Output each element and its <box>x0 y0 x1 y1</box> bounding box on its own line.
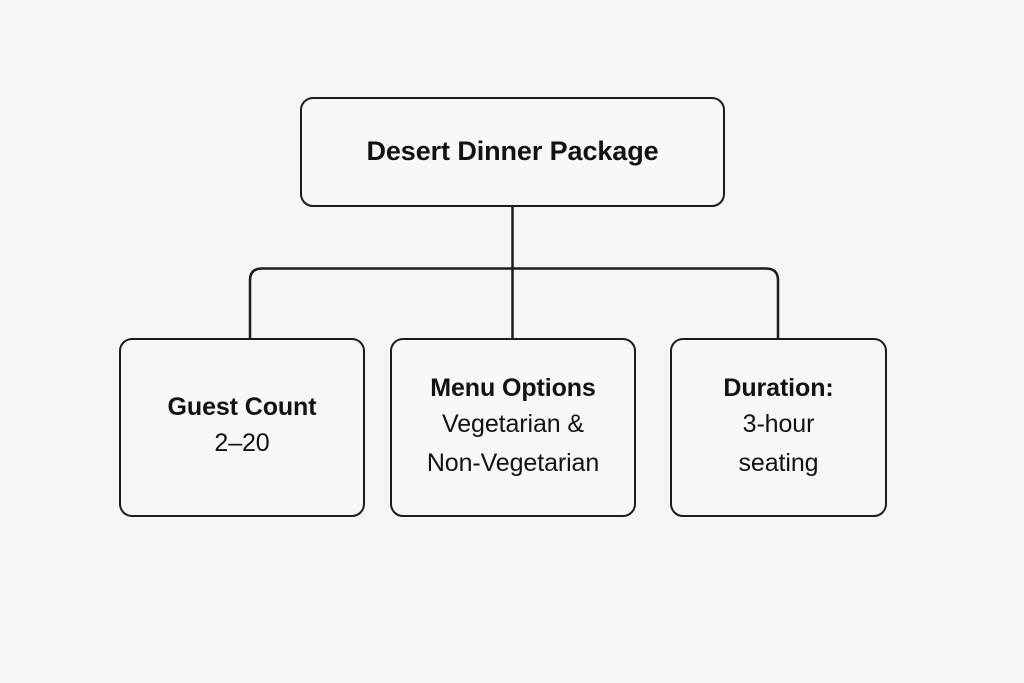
node-duration-title: Duration: <box>723 373 834 402</box>
connector-branch-left <box>248 267 513 338</box>
node-menu-options[interactable]: Menu Options Vegetarian & Non-Vegetarian <box>390 338 636 517</box>
node-root-title: Desert Dinner Package <box>366 136 659 167</box>
node-guest-count-title: Guest Count <box>167 393 317 422</box>
node-duration-detail: 3-hour seating <box>739 405 819 484</box>
connector-branch-right <box>512 267 780 338</box>
node-duration-detail-line-2: seating <box>738 449 819 477</box>
node-duration-detail-line-1: 3-hour <box>742 409 815 438</box>
node-root[interactable]: Desert Dinner Package <box>300 97 725 207</box>
node-menu-options-title: Menu Options <box>430 373 596 402</box>
node-menu-options-detail: Vegetarian & Non-Vegetarian <box>427 405 599 484</box>
node-guest-count[interactable]: Guest Count 2–20 <box>119 338 365 517</box>
node-duration[interactable]: Duration: 3-hour seating <box>670 338 887 517</box>
node-menu-options-detail-line-2: Non-Vegetarian <box>426 449 600 477</box>
node-menu-options-detail-line-1: Vegetarian & <box>442 409 584 438</box>
node-guest-count-detail-line-1: 2–20 <box>214 429 270 458</box>
node-guest-count-detail: 2–20 <box>214 424 269 464</box>
